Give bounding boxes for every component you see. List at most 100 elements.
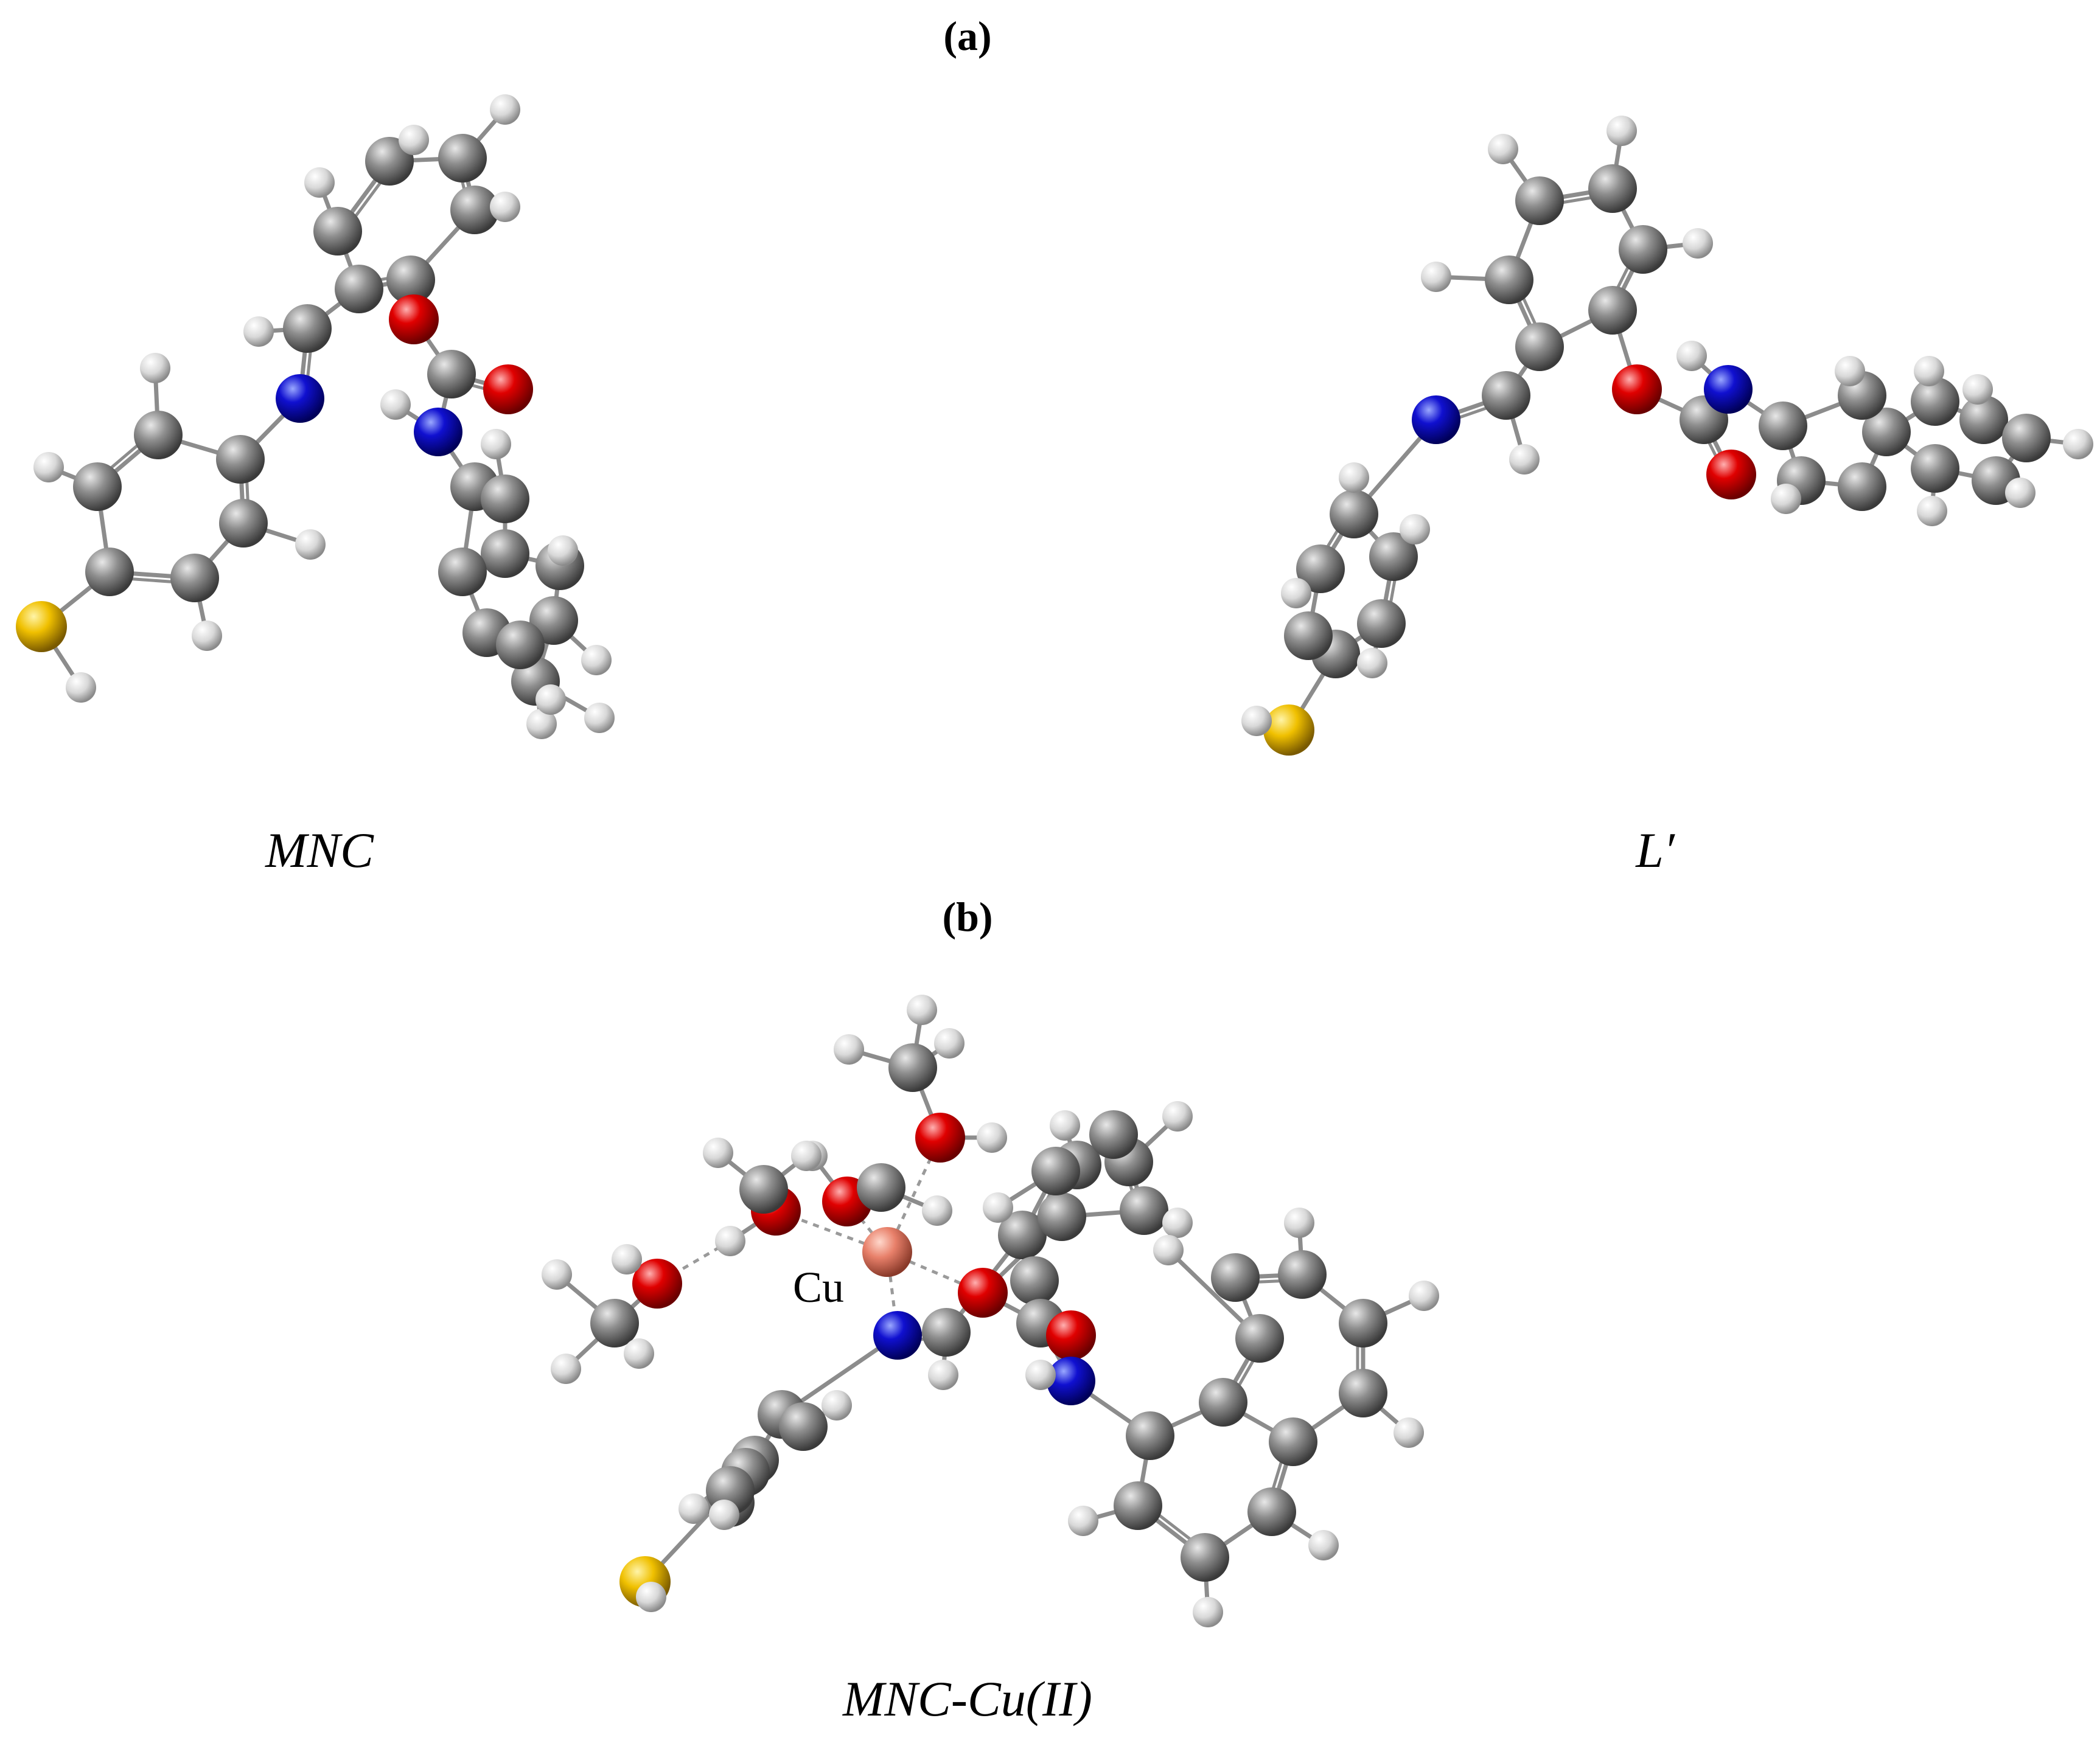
hydrogen-atom — [636, 1582, 666, 1612]
hydrogen-atom — [1400, 514, 1430, 544]
nitrogen-atom — [1412, 395, 1460, 444]
carbon-atom — [427, 350, 476, 398]
carbon-atom — [1089, 1110, 1138, 1159]
carbon-atom — [1181, 1533, 1229, 1582]
hydrogen-atom — [1357, 648, 1387, 678]
hydrogen-atom — [834, 1034, 864, 1065]
oxygen-atom — [1046, 1310, 1096, 1360]
hydrogen-atom — [1676, 341, 1707, 371]
hydrogen-atom — [703, 1138, 733, 1168]
carbon-atom — [1120, 1186, 1168, 1235]
hydrogen-atom — [584, 703, 615, 733]
carbon-atom — [1588, 164, 1637, 213]
carbon-atom — [888, 1043, 937, 1092]
carbon-atom — [1911, 377, 1959, 426]
nitrogen-atom — [1047, 1357, 1095, 1405]
hydrogen-atom — [2063, 429, 2093, 459]
carbon-atom — [1126, 1411, 1174, 1460]
nitrogen-atom — [276, 374, 324, 423]
hydrogen-atom — [612, 1244, 642, 1274]
caption-mnc-cu-ii: MNC-Cu(II) — [842, 1671, 1092, 1726]
hydrogen-atom — [1339, 462, 1369, 493]
carbon-atom — [1339, 1299, 1387, 1347]
hydrogen-atom — [481, 429, 511, 459]
hydrogen-atom — [624, 1338, 654, 1369]
hydrogen-atom — [581, 645, 612, 675]
carbon-atom — [1330, 490, 1378, 538]
carbon-atom — [1369, 532, 1418, 581]
carbon-atom — [1278, 1250, 1327, 1299]
hydrogen-atom — [490, 94, 520, 125]
carbon-atom — [450, 186, 499, 234]
hydrogen-atom — [526, 709, 557, 739]
carbon-atom — [481, 475, 529, 523]
carbon-atom — [1838, 462, 1886, 511]
hydrogen-atom — [1421, 262, 1451, 292]
oxygen-atom — [1612, 364, 1662, 414]
hydrogen-atom — [715, 1226, 745, 1256]
hydrogen-atom — [1162, 1101, 1193, 1132]
carbon-atom — [1199, 1378, 1247, 1427]
carbon-atom — [313, 207, 362, 256]
hydrogen-atom — [1914, 356, 1944, 386]
hydrogen-atom — [1281, 578, 1311, 608]
carbon-atom — [1515, 322, 1564, 371]
oxygen-atom — [958, 1268, 1008, 1318]
copper-atom — [862, 1227, 912, 1277]
carbon-atom — [779, 1402, 828, 1451]
carbon-atom — [1296, 544, 1345, 593]
hydrogen-atom — [535, 684, 566, 715]
hydrogen-atom — [1835, 356, 1865, 386]
oxygen-atom — [915, 1113, 965, 1163]
oxygen-atom — [1706, 450, 1756, 499]
hydrogen-atom — [380, 389, 411, 420]
hydrogen-atom — [922, 1195, 952, 1226]
hydrogen-atom — [1962, 374, 1993, 405]
hydrogen-atom — [1162, 1208, 1193, 1238]
carbon-atom — [1759, 402, 1807, 450]
carbon-atom — [386, 256, 435, 304]
carbon-atom — [134, 411, 183, 459]
carbon-atom — [85, 548, 134, 596]
carbon-atom — [73, 462, 122, 511]
carbon-atom — [1485, 256, 1533, 304]
hydrogen-atom — [295, 529, 326, 560]
hydrogen-atom — [33, 452, 64, 482]
carbon-atom — [1959, 395, 2008, 444]
caption-lprime: L′ — [1635, 822, 1675, 878]
hydrogen-atom — [1488, 134, 1518, 164]
hydrogen-atom — [548, 535, 578, 566]
hydrogen-atom — [1409, 1281, 1439, 1311]
coordination-bond — [885, 1136, 942, 1253]
hydrogen-atom — [928, 1360, 958, 1390]
hydrogen-atom — [791, 1141, 822, 1171]
panel-label-b: (b) — [942, 894, 992, 940]
carbon-atom — [283, 304, 332, 353]
hydrogen-atom — [66, 672, 96, 703]
hydrogen-atom — [1068, 1506, 1098, 1536]
oxygen-atom — [389, 294, 439, 344]
hydrogen-atom — [678, 1493, 709, 1524]
nitrogen-atom — [873, 1311, 922, 1360]
carbon-atom — [922, 1308, 971, 1357]
carbon-atom — [1031, 1147, 1080, 1195]
caption-mnc: MNC — [265, 822, 374, 878]
hydrogen-atom — [709, 1500, 739, 1530]
hydrogen-atom — [1025, 1360, 1056, 1390]
carbon-atom — [1619, 225, 1667, 274]
hydrogen-atom — [1308, 1530, 1339, 1560]
hydrogen-atom — [304, 167, 335, 198]
hydrogen-atom — [1771, 484, 1801, 514]
hydrogen-atom — [243, 316, 274, 347]
carbon-atom — [1357, 599, 1406, 648]
hydrogen-atom — [822, 1390, 852, 1420]
carbon-atom — [529, 596, 578, 645]
hydrogen-atom — [399, 125, 429, 155]
hydrogen-atom — [1193, 1597, 1223, 1627]
carbon-atom — [438, 548, 487, 596]
carbon-atom — [216, 435, 265, 484]
hydrogen-atom — [1917, 496, 1947, 526]
carbon-atom — [998, 1211, 1047, 1259]
sulfur-atom — [16, 601, 67, 652]
